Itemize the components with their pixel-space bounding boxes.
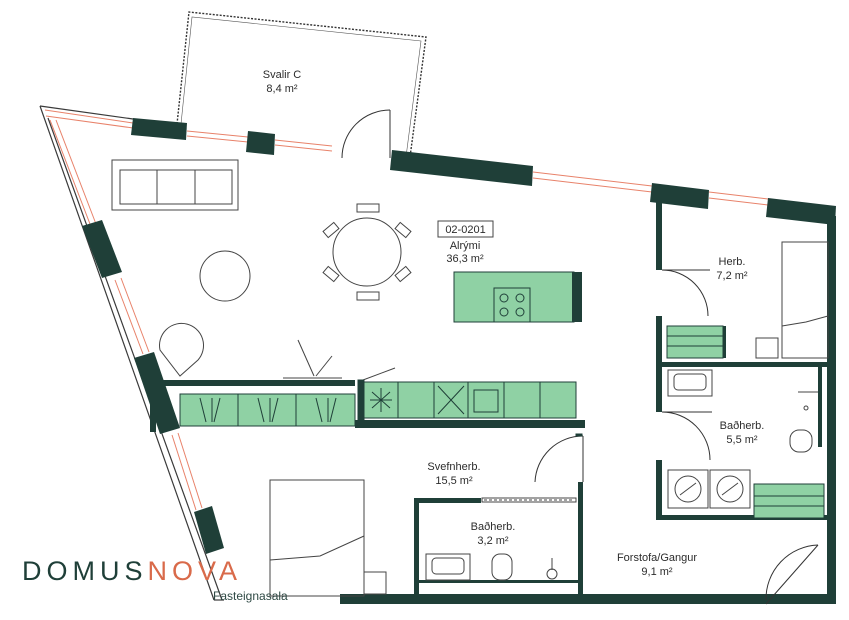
bedroom-furniture	[269, 479, 577, 597]
small-bath-fixtures	[425, 553, 558, 581]
small-bedroom-furniture	[666, 241, 829, 359]
unit-code: 02-0201	[445, 224, 485, 236]
room-area-bathroom-small: 3,2 m²	[477, 535, 509, 547]
room-name-bathroom-small: Baðherb.	[471, 521, 516, 533]
room-area-balcony: 8,4 m²	[266, 83, 298, 95]
room-area-hall: 9,1 m²	[641, 566, 673, 578]
room-name-balcony: Svalir C	[263, 69, 302, 81]
brand-tagline: Fasteignasala	[213, 589, 288, 603]
laundry-and-closet	[667, 469, 825, 519]
unit-code-box	[437, 220, 494, 238]
room-name-bedroom-small: Herb.	[719, 256, 746, 268]
balcony	[176, 11, 427, 158]
kitchen-island	[453, 271, 582, 323]
brand-logo-part1: DOMUS	[22, 556, 148, 586]
room-area-living: 36,3 m²	[446, 253, 484, 265]
right-bath-fixtures	[667, 369, 818, 453]
doors	[341, 109, 819, 605]
room-name-bathroom-right: Baðherb.	[720, 420, 765, 432]
living-furniture	[111, 159, 412, 381]
brand-logo-part2: NOVA	[147, 556, 243, 586]
room-area-bedroom-master: 15,5 m²	[435, 475, 473, 487]
room-name-bedroom-master: Svefnherb.	[427, 461, 480, 473]
room-area-bedroom-small: 7,2 m²	[716, 270, 748, 282]
walls	[82, 118, 836, 604]
exterior-windows	[44, 109, 769, 511]
room-name-hall: Forstofa/Gangur	[617, 552, 697, 564]
room-area-bathroom-right: 5,5 m²	[726, 434, 758, 446]
brand-logo: DOMUSNOVA	[22, 556, 242, 586]
kitchen-counter	[179, 379, 583, 437]
room-name-living: Alrými	[450, 240, 481, 252]
